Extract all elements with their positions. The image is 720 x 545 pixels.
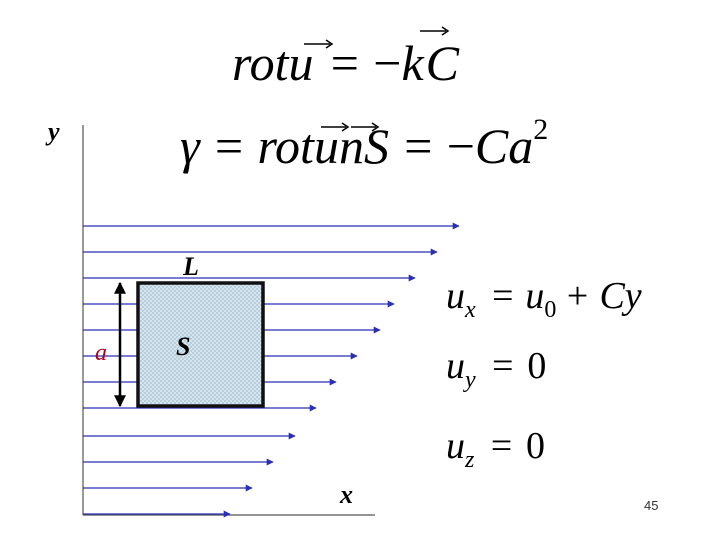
svg-text:γ=rotunS=−Ca2: γ=rotunS=−Ca2: [180, 113, 548, 174]
formula-equals-2: =: [401, 118, 435, 174]
formula-gamma-symbol: γ: [180, 118, 201, 174]
y-axis-label: y: [45, 117, 60, 146]
square-top-label: L: [182, 252, 199, 281]
formula-power: 2: [533, 113, 548, 146]
equation-ux: ux=u0+ Cy: [446, 275, 642, 323]
formula-minus-2: −: [447, 118, 475, 174]
page-number: 45: [644, 498, 658, 513]
svg-text:rotu=−kC: rotu=−kC: [232, 35, 460, 91]
formula-ca: Ca: [475, 118, 533, 174]
velocity-equations: ux=u0+ Cy uy=0 uz=0: [446, 275, 642, 473]
formula-rot-2: rot: [257, 118, 315, 174]
formula-rot-u: rotu=−kC: [232, 26, 460, 91]
formula-equals-1: =: [212, 118, 246, 174]
side-length-label: a: [95, 340, 107, 366]
square-center-label: S: [176, 332, 190, 361]
formula-rot: rot: [232, 35, 290, 91]
formula-k-vector: k: [401, 35, 424, 91]
equation-uz: uz=0: [446, 425, 545, 473]
formula-c: C: [426, 35, 460, 91]
fluid-element-square: [136, 281, 265, 408]
equation-uy: uy=0: [446, 345, 546, 393]
formula-equals: =: [328, 35, 362, 91]
formula-minus: −: [373, 35, 401, 91]
x-axis-label: x: [339, 480, 353, 509]
formula-gamma: γ=rotunS=−Ca2: [180, 113, 548, 174]
